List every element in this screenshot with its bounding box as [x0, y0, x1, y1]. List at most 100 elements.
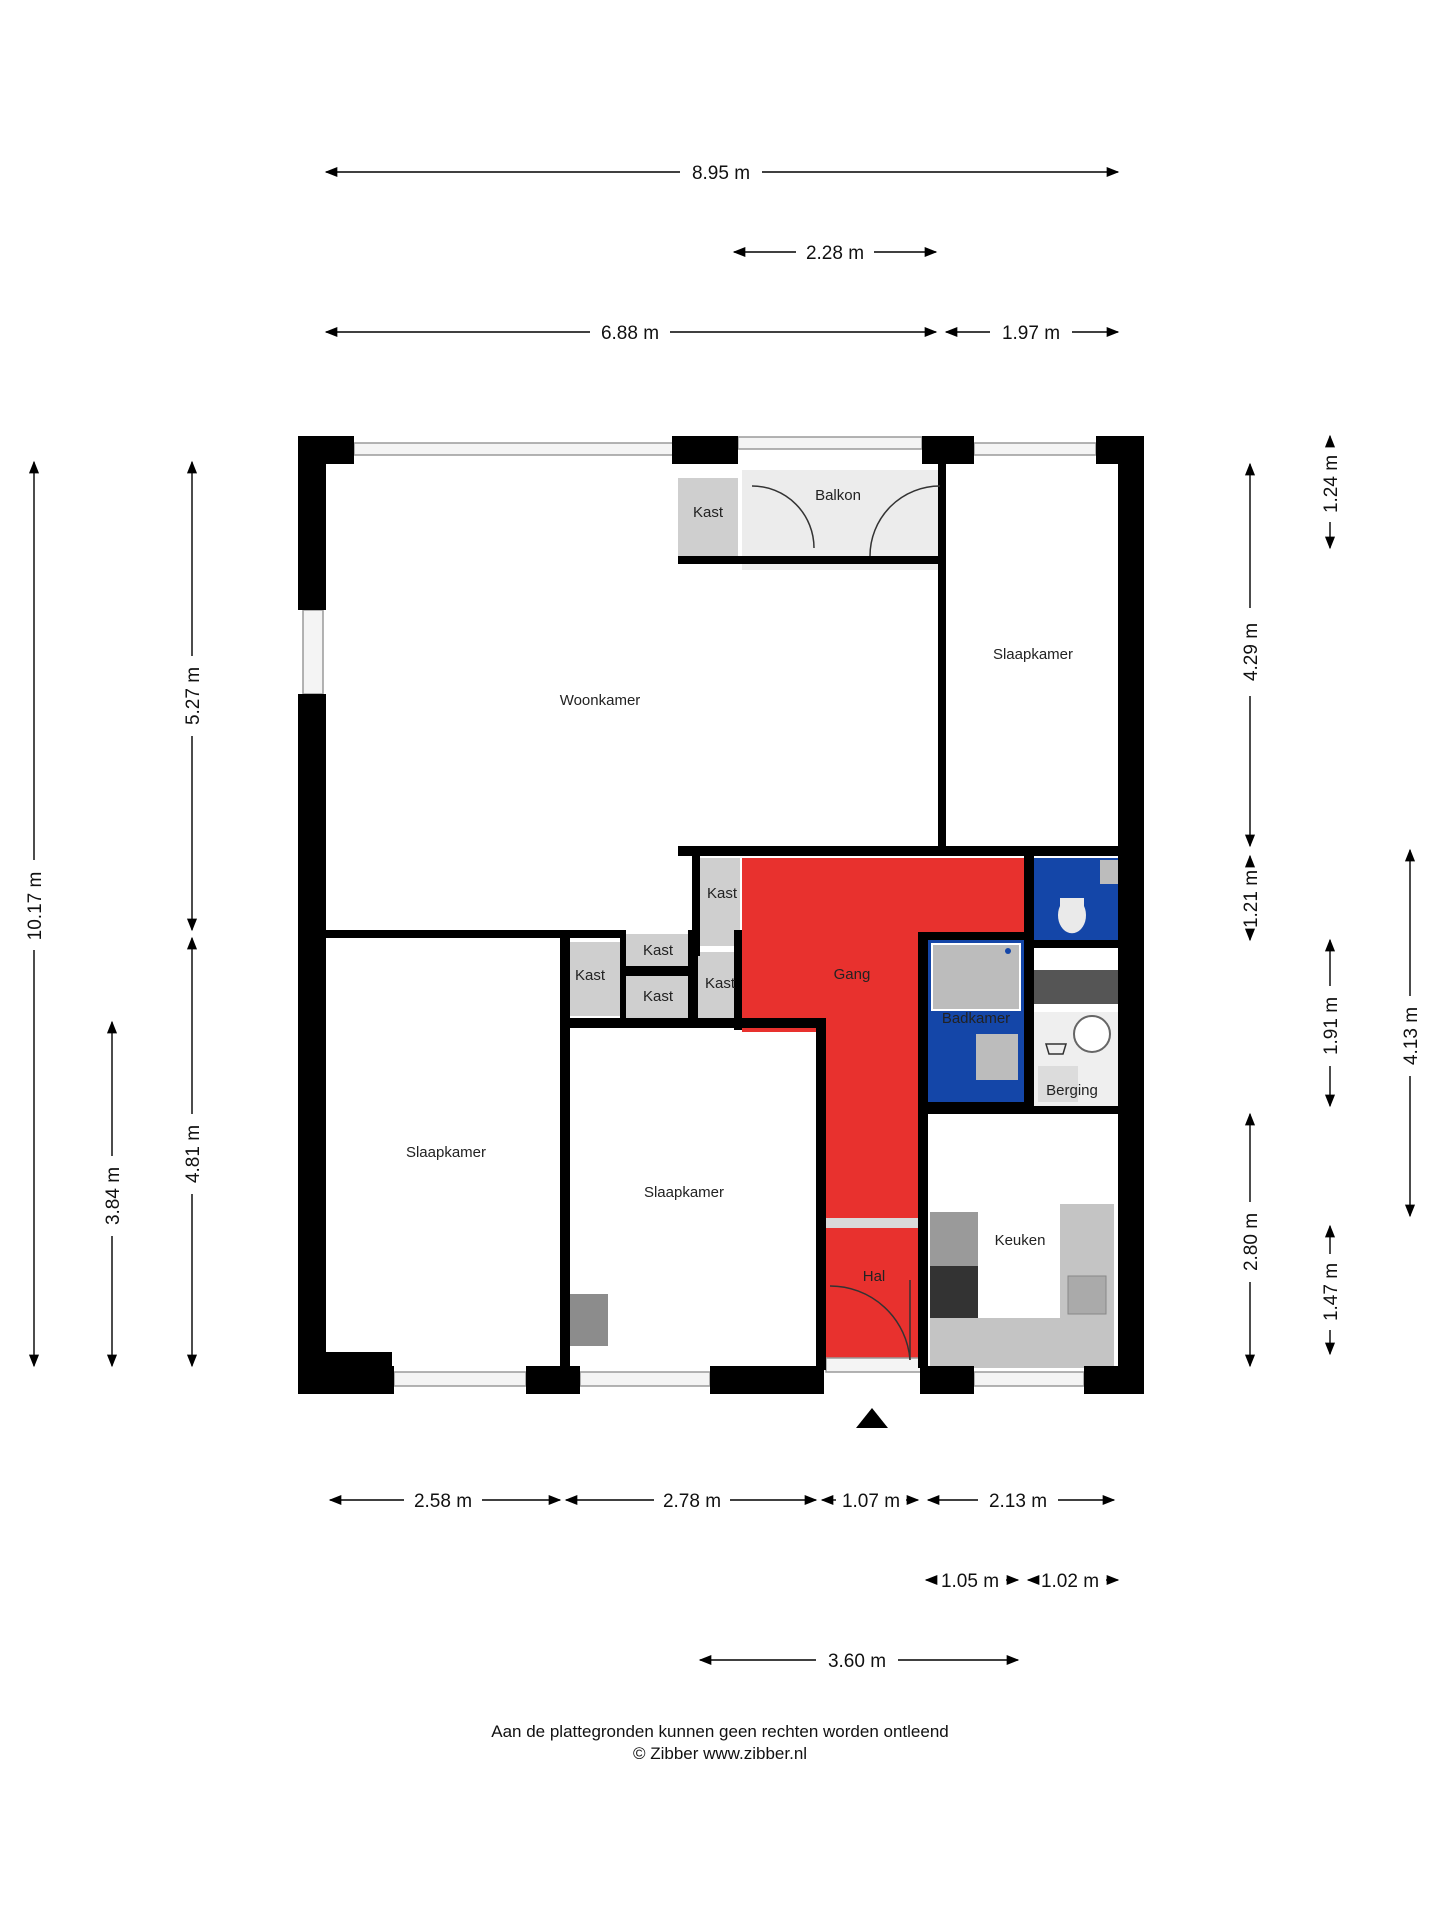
wall-bottom-5 [1084, 1366, 1144, 1394]
label-kast-gang: Kast [707, 885, 738, 902]
wall-gang-left [734, 930, 742, 1030]
shelf [1034, 970, 1122, 1004]
dimension-lines [28, 166, 1416, 1666]
wall-kast-vertical [692, 846, 700, 956]
label-hal: Hal [863, 1268, 886, 1285]
window-left-living [302, 609, 324, 695]
label-slaapkamer-ne: Slaapkamer [993, 646, 1073, 663]
label-gang: Gang [834, 966, 871, 983]
disclaimer: Aan de plattegronden kunnen geen rechten… [491, 1722, 949, 1741]
wall-right [1118, 436, 1144, 1394]
label-badkamer: Badkamer [942, 1010, 1010, 1027]
wall-ne-bedroom-left [938, 556, 946, 850]
wall-berging-bottom [1034, 1106, 1118, 1114]
toilet-sink [1100, 860, 1118, 884]
wall-bottom-2 [526, 1366, 580, 1394]
wall-bath-right [1024, 856, 1034, 1108]
wall-s-bedroom-right [816, 1018, 826, 1370]
kitchen-stove [930, 1266, 978, 1318]
room-labels: Woonkamer Slaapkamer Slaapkamer Slaapkam… [406, 487, 1098, 1285]
label-keuken: Keuken [995, 1232, 1046, 1249]
wall-left-2 [298, 694, 326, 1394]
label-kast-mid-bottom: Kast [643, 988, 674, 1005]
kast-mid-bottom-floor [626, 976, 688, 1018]
window-top-bedroom [973, 442, 1097, 456]
wall-kast-mid [626, 966, 688, 976]
kast-balkon-floor [678, 478, 738, 556]
dim-left-inner: 3.84 m [103, 1167, 124, 1225]
dim-right-4: 1.91 m [1321, 997, 1342, 1055]
balcony-floor [742, 470, 946, 570]
wall-bottom-1 [298, 1366, 394, 1394]
wall-corner-stub [326, 1352, 392, 1366]
kitchen-counter-left [930, 1212, 978, 1266]
dim-top-right: 1.97 m [1002, 323, 1060, 344]
label-slaapkamer-s: Slaapkamer [644, 1184, 724, 1201]
washing-machine [1038, 1066, 1078, 1102]
wall-top-r1 [922, 436, 974, 464]
wall-left [298, 436, 326, 610]
wall-balcony-right [938, 456, 946, 564]
shower [931, 943, 1021, 1011]
window-top-balcony [737, 436, 923, 450]
dim-bottom-1: 2.58 m [414, 1491, 472, 1512]
entrance-door [825, 1357, 923, 1373]
wall-bottom-3 [710, 1366, 824, 1394]
kast-right-floor [698, 952, 734, 1018]
wall-kast-divider-2 [688, 930, 698, 1020]
kast-left-floor [570, 942, 620, 1016]
dim-bottom-7: 3.60 m [828, 1651, 886, 1672]
dim-bottom-2: 2.78 m [663, 1491, 721, 1512]
toilet [1058, 898, 1086, 934]
dim-bottom-6: 1.02 m [1041, 1571, 1099, 1592]
copyright: © Zibber www.zibber.nl [632, 1744, 808, 1763]
balcony-door-left [751, 485, 815, 549]
boiler [1073, 1015, 1111, 1053]
kast-mid-top-floor [626, 934, 688, 966]
fixtures [568, 860, 1118, 1346]
wall-sw-bedroom-right [560, 930, 570, 1370]
wall-mid-horizontal [678, 846, 1034, 856]
window-bottom-2 [579, 1371, 711, 1387]
dim-right-6: 2.80 m [1241, 1213, 1262, 1271]
entrance-arrow-icon [856, 1408, 888, 1428]
wall-bath-left [918, 932, 928, 1218]
dim-right-7: 1.47 m [1321, 1263, 1342, 1321]
window-bottom-1 [393, 1371, 527, 1387]
laundry-icon [1044, 1043, 1068, 1055]
wall-top-mid [672, 436, 738, 464]
dim-top-balcony: 2.28 m [806, 243, 864, 264]
label-woonkamer: Woonkamer [560, 692, 641, 709]
wall-bath-bottom [918, 1102, 1034, 1114]
dim-left-total: 10.17 m [25, 872, 46, 941]
washbasin [976, 1034, 1018, 1080]
wall-living-bottom [326, 930, 620, 938]
wall-kast-divider [620, 930, 626, 1020]
hal-door [829, 1285, 911, 1361]
dim-right-5: 4.13 m [1401, 1007, 1422, 1065]
gang-floor [742, 858, 1030, 1218]
dimension-labels: 8.95 m 2.28 m 6.88 m 1.97 m 2.58 m 2.78 … [25, 163, 1422, 1672]
dim-left-lower: 4.81 m [183, 1125, 204, 1183]
wall-bottom-4 [920, 1366, 974, 1394]
wall-s-bedroom-top [560, 1018, 820, 1028]
wall-balcony-bottom [678, 556, 940, 564]
dim-right-2: 4.29 m [1241, 623, 1262, 681]
dim-bottom-5: 1.05 m [941, 1571, 999, 1592]
shower-drain [1005, 948, 1011, 954]
dim-top-left: 6.88 m [601, 323, 659, 344]
label-kast-mid-top: Kast [643, 942, 674, 959]
label-kast-right: Kast [705, 975, 736, 992]
bedroom-furniture [568, 1294, 608, 1346]
label-kast-balkon: Kast [693, 504, 724, 521]
window-bottom-kitchen [973, 1371, 1085, 1387]
dim-top-total: 8.95 m [692, 163, 750, 184]
wall-bath-top [918, 932, 1030, 940]
dim-right-1: 1.24 m [1321, 455, 1342, 513]
doors [751, 485, 941, 1361]
dim-bottom-4: 2.13 m [989, 1491, 1047, 1512]
wall-hal-divider [826, 1218, 922, 1228]
dim-right-3: 1.21 m [1241, 870, 1262, 928]
dim-bottom-3: 1.07 m [842, 1491, 900, 1512]
